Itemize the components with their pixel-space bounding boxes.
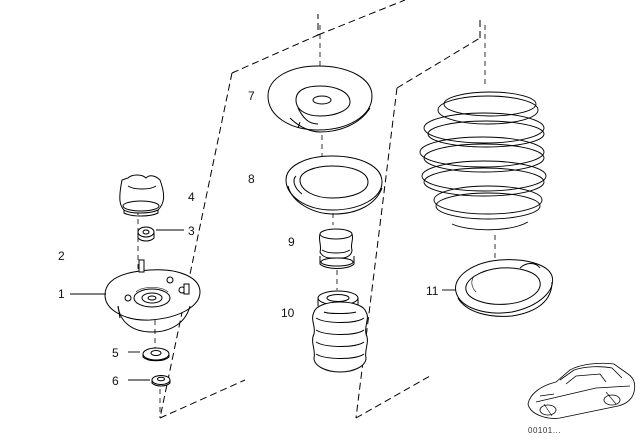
part-9-bump-stop	[318, 228, 355, 269]
callout-8: 8	[248, 172, 255, 186]
callout-5: 5	[112, 346, 119, 360]
callout-1: 1	[58, 287, 65, 301]
callout-3: 3	[188, 224, 195, 238]
part-11-spring-pad	[455, 259, 554, 317]
callout-9: 9	[288, 235, 295, 249]
callout-6: 6	[112, 374, 119, 388]
part-8-spring-pad	[285, 155, 383, 215]
part-1-strut-mount	[104, 259, 201, 333]
callout-7: 7	[248, 89, 255, 103]
callout-2: 2	[58, 249, 65, 263]
part-7-spring-seat	[267, 65, 373, 133]
callout-11: 11	[426, 284, 439, 298]
callout-10: 10	[281, 306, 295, 320]
leader-lines	[70, 229, 456, 381]
part-4-rubber-cap	[119, 174, 165, 217]
callout-4: 4	[188, 190, 195, 204]
group-outline-center	[159, 0, 406, 419]
part-6-washer	[151, 375, 171, 387]
coil-spring	[419, 91, 547, 231]
part-10-boot	[312, 290, 368, 373]
part-3-nut	[137, 226, 155, 242]
document-number: 00101...	[528, 426, 561, 435]
car-thumbnail	[527, 362, 636, 419]
group-outline-right	[355, 20, 481, 419]
part-5-washer	[142, 347, 170, 362]
